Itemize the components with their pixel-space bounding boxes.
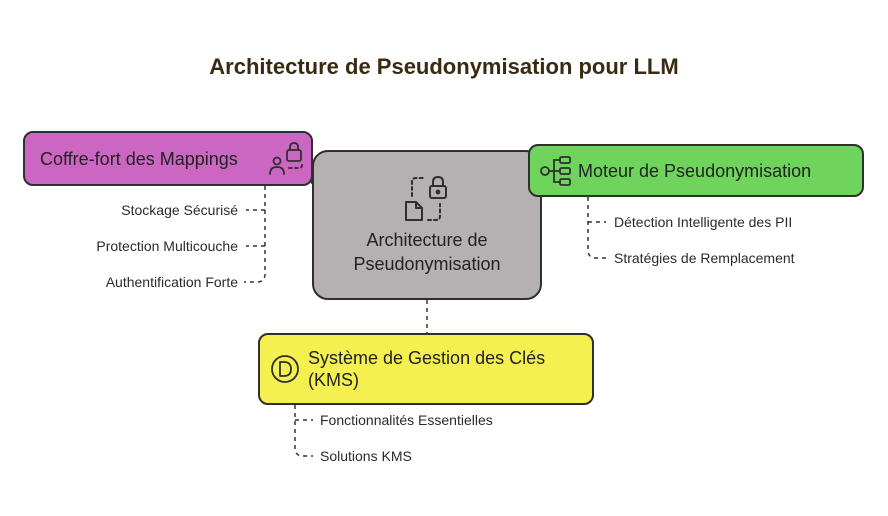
vault-item-1: Stockage Sécurisé xyxy=(121,202,238,218)
kms-label-line1: Système de Gestion des Clés xyxy=(308,348,546,368)
vault-item-3: Authentification Forte xyxy=(105,274,238,290)
kms-item-2: Solutions KMS xyxy=(320,448,412,464)
center-node: Architecture de Pseudonymisation xyxy=(312,150,542,300)
circle-d-icon xyxy=(271,355,299,383)
vault-label: Coffre-fort des Mappings xyxy=(40,148,238,169)
vault-item-2: Protection Multicouche xyxy=(96,238,238,254)
engine-item-1: Détection Intelligente des PII xyxy=(614,214,793,230)
vault-node: Coffre-fort des Mappings xyxy=(23,131,313,186)
center-label-line2: Pseudonymisation xyxy=(353,254,501,274)
engine-node: Moteur de Pseudonymisation xyxy=(528,144,864,197)
center-label-line1: Architecture de xyxy=(366,230,488,250)
kms-item-1: Fonctionnalités Essentielles xyxy=(320,412,493,428)
user-lock-icon xyxy=(269,142,303,175)
kms-label-line2: (KMS) xyxy=(308,370,359,390)
diagram-title: Architecture de Pseudonymisation pour LL… xyxy=(209,54,679,79)
connector-kms-tree xyxy=(294,405,313,457)
document-lock-icon xyxy=(405,176,447,221)
engine-label: Moteur de Pseudonymisation xyxy=(578,160,812,181)
flow-network-icon xyxy=(540,156,571,186)
connector-engine-tree xyxy=(587,197,606,259)
connector-vault-tree xyxy=(244,186,266,283)
kms-node: Système de Gestion des Clés (KMS) xyxy=(258,333,594,405)
engine-item-2: Stratégies de Remplacement xyxy=(614,250,795,266)
